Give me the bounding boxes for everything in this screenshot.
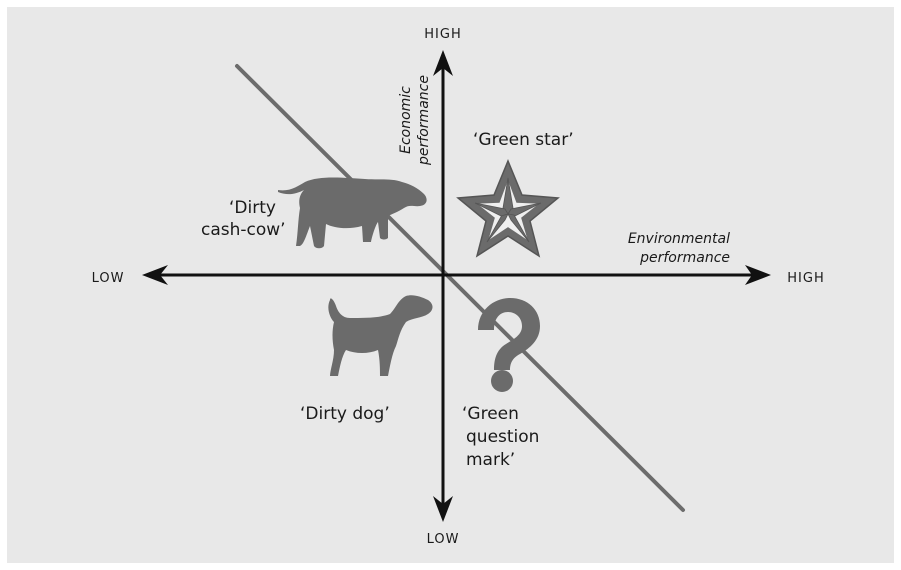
top-arrowhead	[433, 50, 453, 76]
vertical-axis	[433, 50, 453, 522]
vertical-axis-title-line1: Economic	[398, 86, 414, 154]
vertical-axis-title: Economic performance	[398, 75, 432, 166]
cow-icon	[278, 177, 427, 249]
bottom-arrowhead	[433, 496, 453, 522]
vertical-low-label: LOW	[427, 532, 460, 547]
left-arrowhead	[142, 265, 168, 285]
horizontal-high-label: HIGH	[787, 271, 824, 286]
dirty-dog-label: ‘Dirty dog’	[300, 404, 390, 424]
vertical-axis-title-line2: performance	[416, 75, 432, 166]
star-icon	[456, 159, 560, 258]
dog-icon	[328, 295, 433, 376]
diagram-background	[7, 7, 894, 563]
green-star-label: ‘Green star’	[473, 130, 574, 150]
green-question-mark-label-line3: mark’	[466, 450, 515, 470]
diagonal-line	[235, 64, 685, 512]
dirty-cash-cow-label-line2: cash-cow’	[201, 220, 286, 240]
green-question-mark-label-line1: ‘Green	[462, 404, 519, 424]
horizontal-low-label: LOW	[92, 271, 125, 286]
vertical-high-label: HIGH	[424, 27, 461, 42]
horizontal-axis-title-line2: performance	[639, 250, 730, 266]
horizontal-axis	[142, 265, 771, 285]
question-mark-icon	[478, 298, 540, 392]
right-arrowhead	[745, 265, 771, 285]
green-question-mark-label-line2: question	[466, 427, 539, 447]
dirty-cash-cow-label-line1: ‘Dirty	[229, 198, 276, 218]
horizontal-axis-title-line1: Environmental	[628, 231, 730, 247]
